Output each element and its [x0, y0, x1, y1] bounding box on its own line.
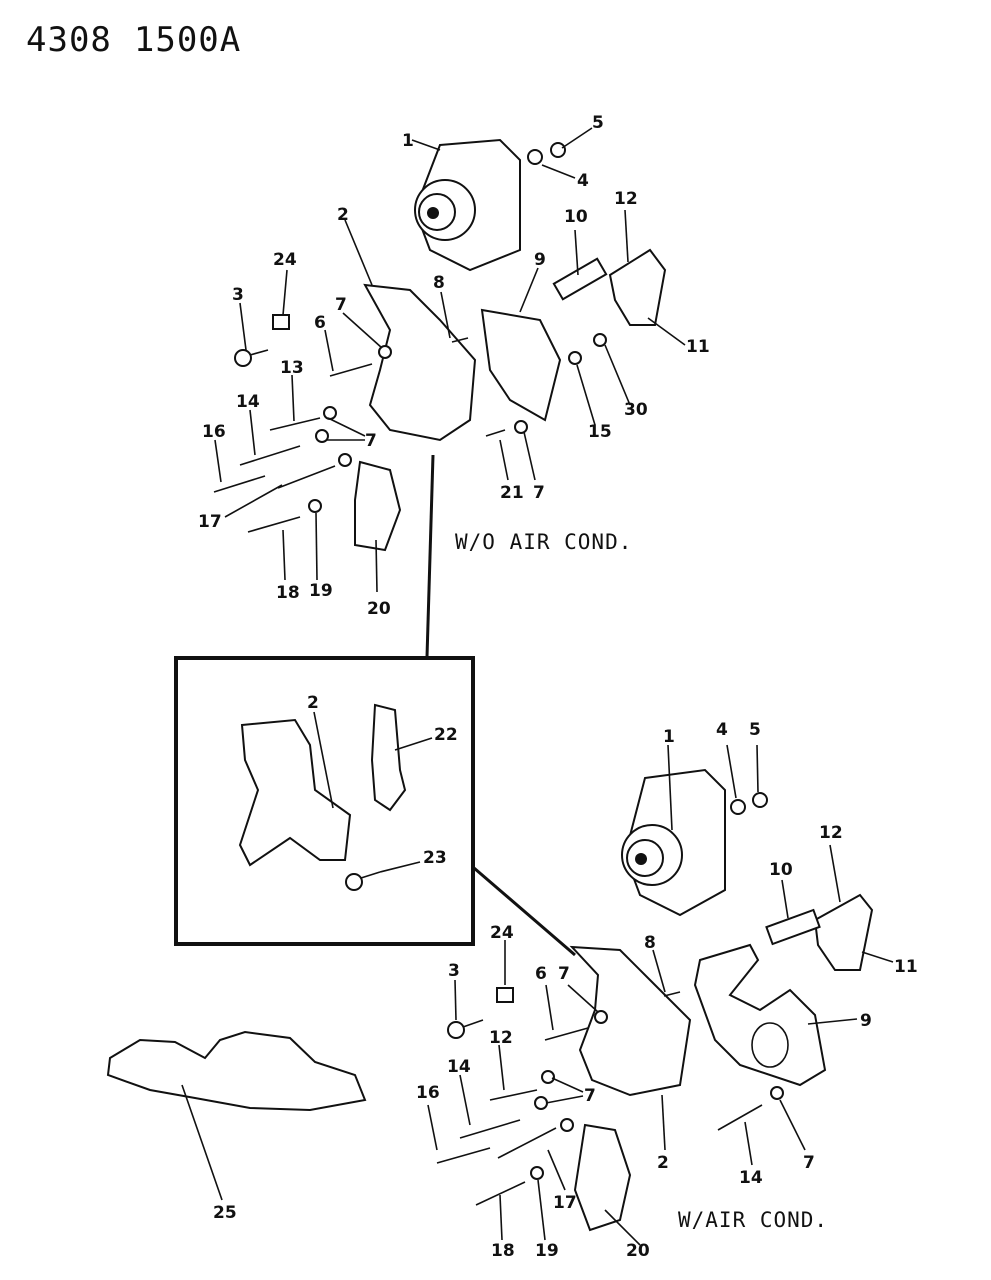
callout-top-13: 13 — [280, 358, 304, 378]
callout-top-11: 11 — [686, 337, 710, 357]
callout-top-20: 20 — [367, 599, 391, 619]
top-spacer-10 — [552, 257, 608, 301]
top-hardware — [213, 142, 607, 533]
bottom-plate-25 — [106, 1030, 367, 1112]
callout-top-30: 30 — [624, 400, 648, 420]
bottom-bracket-20 — [573, 1123, 632, 1232]
callout-bottom-14a: 14 — [447, 1057, 471, 1077]
callout-bottom-6: 6 — [535, 964, 547, 984]
inset-bracket-22 — [370, 703, 407, 812]
callout-bottom-11: 11 — [894, 957, 918, 977]
callout-bottom-14b: 14 — [739, 1168, 763, 1188]
bottom-plate-9 — [693, 943, 827, 1087]
top-callouts: 1 5 4 2 10 12 24 8 9 3 7 6 11 13 30 15 1… — [198, 113, 710, 619]
callout-top-18: 18 — [276, 583, 300, 603]
callout-bottom-3: 3 — [448, 961, 460, 981]
callout-bottom-19: 19 — [535, 1241, 559, 1261]
callout-bottom-16: 16 — [416, 1083, 440, 1103]
bottom-callouts: 1 4 5 12 10 11 24 8 3 6 7 9 12 14 16 7 2… — [213, 720, 918, 1261]
callout-bottom-7c: 7 — [803, 1153, 815, 1173]
bottom-alternator — [621, 768, 726, 917]
top-plate-9 — [480, 308, 562, 422]
top-mount-bracket — [363, 283, 477, 442]
callout-bottom-12a: 12 — [819, 823, 843, 843]
callout-top-7b: 7 — [365, 431, 377, 451]
top-bracket-11 — [608, 248, 667, 326]
inset-callouts: 2 22 23 — [307, 693, 458, 868]
diagram-code-right: 1500A — [133, 20, 242, 60]
inset-bolt-23 — [345, 871, 381, 891]
callout-top-14: 14 — [236, 392, 260, 412]
callout-top-3: 3 — [232, 285, 244, 305]
callout-top-19: 19 — [309, 581, 333, 601]
callout-bottom-1: 1 — [663, 727, 675, 747]
caption-with-air-cond: W/AIR COND. — [678, 1208, 829, 1232]
callout-bottom-12b: 12 — [489, 1028, 513, 1048]
connector-bottom — [473, 866, 576, 957]
callout-inset-22: 22 — [434, 725, 458, 745]
top-alternator — [413, 138, 521, 272]
bottom-mount-bracket — [569, 945, 692, 1097]
callout-bottom-17: 17 — [553, 1193, 577, 1213]
inset-bracket-2 — [238, 718, 352, 867]
callout-bottom-18: 18 — [491, 1241, 515, 1261]
callout-bottom-9: 9 — [860, 1011, 872, 1031]
connector-top — [425, 454, 435, 658]
callout-bottom-7a: 7 — [558, 964, 570, 984]
callout-bottom-24: 24 — [490, 923, 514, 943]
callout-top-17: 17 — [198, 512, 222, 532]
callout-top-12: 12 — [614, 189, 638, 209]
callout-top-15: 15 — [588, 422, 612, 442]
callout-top-1: 1 — [402, 131, 414, 151]
callout-top-2: 2 — [337, 205, 349, 225]
callout-inset-23: 23 — [423, 848, 447, 868]
callout-top-7a: 7 — [335, 295, 347, 315]
callout-bottom-5: 5 — [749, 720, 761, 740]
callout-bottom-25: 25 — [213, 1203, 237, 1223]
callout-top-5: 5 — [592, 113, 604, 133]
top-bracket-20 — [354, 460, 402, 552]
callout-top-6: 6 — [314, 313, 326, 333]
callout-inset-2: 2 — [307, 693, 319, 713]
callout-bottom-8: 8 — [644, 933, 656, 953]
callout-bottom-2: 2 — [657, 1153, 669, 1173]
callout-top-9: 9 — [534, 250, 546, 270]
diagram-header: 4308 1500A — [26, 20, 263, 60]
callout-bottom-4: 4 — [716, 720, 728, 740]
inset-leader-lines — [313, 711, 433, 873]
bottom-spacer-10 — [765, 908, 821, 946]
diagram-code-left: 4308 — [26, 20, 112, 60]
callout-top-16: 16 — [202, 422, 226, 442]
callout-top-7c: 7 — [533, 483, 545, 503]
callout-top-24: 24 — [273, 250, 297, 270]
callout-bottom-20: 20 — [626, 1241, 650, 1261]
callout-top-10: 10 — [564, 207, 588, 227]
caption-without-air-cond: W/O AIR COND. — [455, 530, 633, 554]
inset-box — [174, 656, 475, 946]
top-leader-lines — [214, 127, 686, 593]
callout-top-21: 21 — [500, 483, 524, 503]
callout-bottom-10: 10 — [769, 860, 793, 880]
callout-bottom-7b: 7 — [584, 1086, 596, 1106]
bottom-bracket-11 — [813, 893, 874, 971]
bottom-leader-lines — [181, 744, 894, 1246]
callout-top-8: 8 — [433, 273, 445, 293]
callout-top-4: 4 — [577, 171, 589, 191]
